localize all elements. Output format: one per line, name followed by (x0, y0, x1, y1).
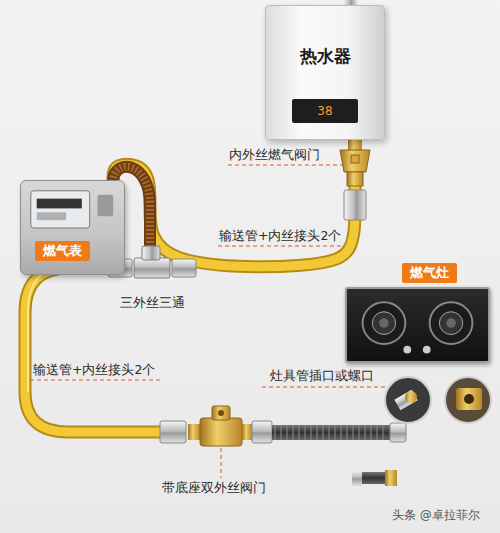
valve-base-mount (212, 406, 230, 420)
hose-nut (344, 190, 366, 220)
node-tag: 燃气灶 (402, 263, 457, 283)
small-nut (352, 470, 362, 486)
gas-meter-box: 燃气表 (20, 180, 125, 275)
leader-line (218, 246, 344, 247)
valve-thread (188, 424, 200, 440)
edge-layer (113, 140, 355, 267)
gas-stove-box: 燃气灶 (345, 287, 490, 363)
valve-thread (242, 424, 252, 440)
hose-nut (172, 259, 196, 277)
part-name: 输送管+内丝接头2个 (219, 228, 341, 243)
gas-valve (340, 150, 370, 172)
mount-hole (218, 410, 224, 416)
pipe-outline (113, 140, 355, 267)
node-tag: 燃气表 (35, 241, 90, 261)
control-knob (423, 346, 431, 354)
part-name: 灶具管插口或螺口 (270, 368, 374, 383)
stove-top (347, 289, 488, 361)
inset-circle (385, 377, 431, 423)
stove-hose (272, 425, 390, 440)
inset-bore (464, 394, 474, 404)
gas-pipe (113, 140, 355, 267)
meter-dial (37, 212, 66, 220)
hose-nut (252, 421, 272, 443)
hose-ribs (275, 425, 383, 440)
valve-knob (351, 155, 359, 163)
part-name: 内外丝燃气阀门 (229, 147, 320, 162)
tee-fitting (134, 258, 170, 278)
meter-window (31, 191, 90, 228)
leader-line (262, 387, 386, 388)
small-brass-end (385, 470, 397, 486)
burner-cap (439, 312, 462, 335)
display-reading: 38 (292, 99, 358, 123)
leader-line (221, 448, 222, 478)
water-heater-box: 热水器 38 (265, 5, 385, 140)
tee-stub (142, 246, 160, 260)
part-name: 三外丝三通 (120, 295, 185, 310)
inset-circle (445, 377, 491, 423)
yellow-hose-outline (25, 268, 170, 432)
meter-battery (98, 195, 114, 217)
inset-socket (405, 391, 417, 403)
part-name: 带底座双外丝阀门 (162, 480, 266, 495)
leader-line (30, 380, 162, 381)
inset-thread (456, 388, 482, 410)
part-name: 输送管+内丝接头2个 (33, 362, 155, 377)
burner-cap (372, 312, 395, 335)
node-title: 热水器 (266, 46, 384, 66)
leader-line (228, 165, 344, 166)
valve-stem (348, 140, 362, 150)
meter-counter (37, 199, 82, 209)
leader-lines (30, 165, 386, 478)
inset-hose-end (394, 390, 417, 410)
watermark: 头条 @卓拉菲尔 (392, 508, 480, 522)
burner-ring (363, 302, 406, 344)
hose-nut (160, 421, 186, 443)
burner-ring (430, 302, 473, 344)
yellow-hose (25, 268, 170, 432)
control-knob (403, 346, 411, 354)
burner-center (446, 318, 456, 327)
base-valve (200, 418, 242, 446)
burner-center (379, 318, 389, 327)
valve-thread (347, 172, 363, 186)
hose-end (390, 423, 406, 442)
